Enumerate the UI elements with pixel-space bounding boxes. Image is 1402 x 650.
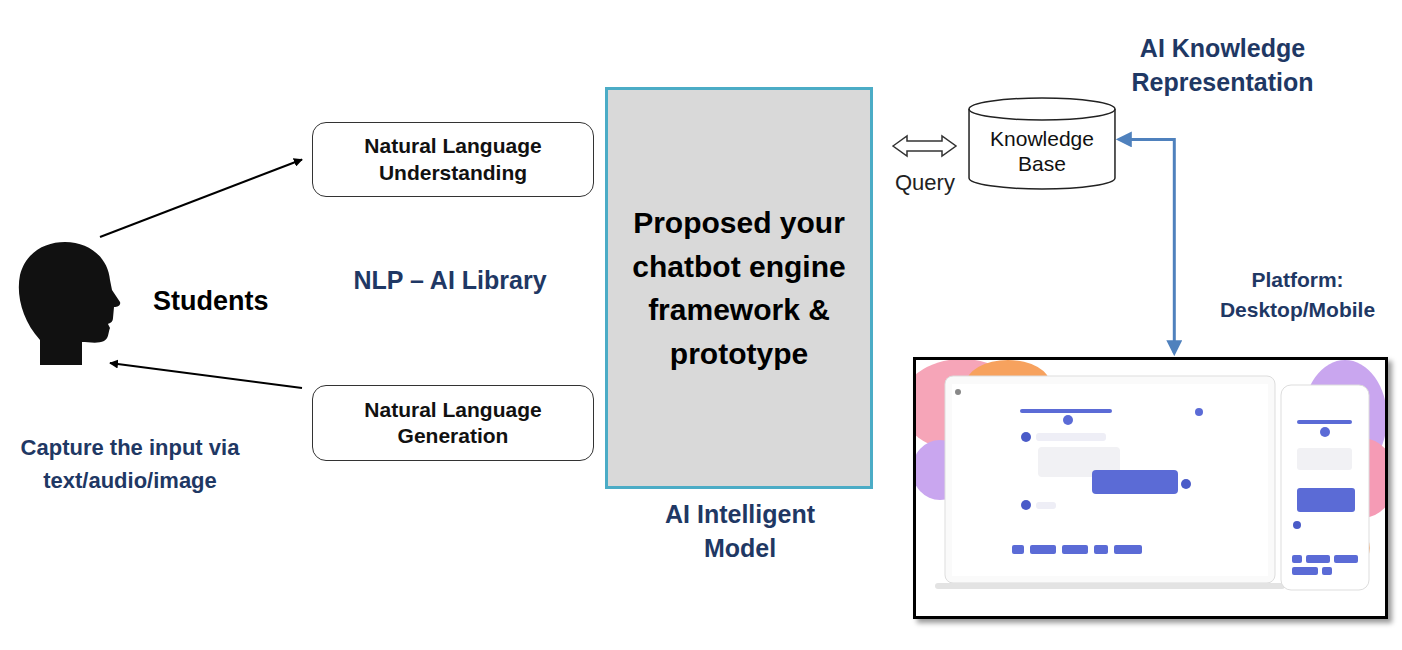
- platform-frame: Platform: Desktop/Mobile: [913, 357, 1388, 619]
- box-text: Natural Language Understanding: [343, 133, 563, 186]
- library-label: NLP – AI Library: [330, 266, 570, 295]
- section-heading: AI Knowledge Representation: [1105, 32, 1340, 100]
- engine-text: Proposed your chatbot engine framework &…: [619, 201, 859, 375]
- edge-label: Query: [893, 170, 957, 196]
- database-text: Knowledge Base: [976, 126, 1108, 176]
- connector-arrow: [1119, 139, 1174, 353]
- process-box: Natural Language Understanding: [312, 122, 594, 197]
- box-text: Natural Language Generation: [343, 397, 563, 450]
- connector-arrow: [110, 363, 302, 388]
- engine-caption: AI Intelligent Model: [598, 498, 882, 566]
- platform-heading: Platform: Desktop/Mobile: [1200, 265, 1395, 326]
- process-box: Natural Language Generation: [312, 385, 594, 461]
- input-note: Capture the input via text/audio/image: [20, 431, 240, 497]
- student-label: Students: [153, 286, 269, 317]
- connector-arrow: [100, 160, 302, 238]
- platform-screenshot: [916, 360, 1385, 616]
- engine-box: Proposed your chatbot engine framework &…: [605, 87, 873, 489]
- cylinder-lid: [969, 109, 1115, 120]
- student-node: Students: [18, 240, 118, 365]
- student-head-icon: [19, 242, 120, 365]
- hollow-double-arrow: [893, 136, 956, 156]
- cylinder-body: [969, 98, 1115, 189]
- database-cylinder: Knowledge Base: [968, 98, 1116, 190]
